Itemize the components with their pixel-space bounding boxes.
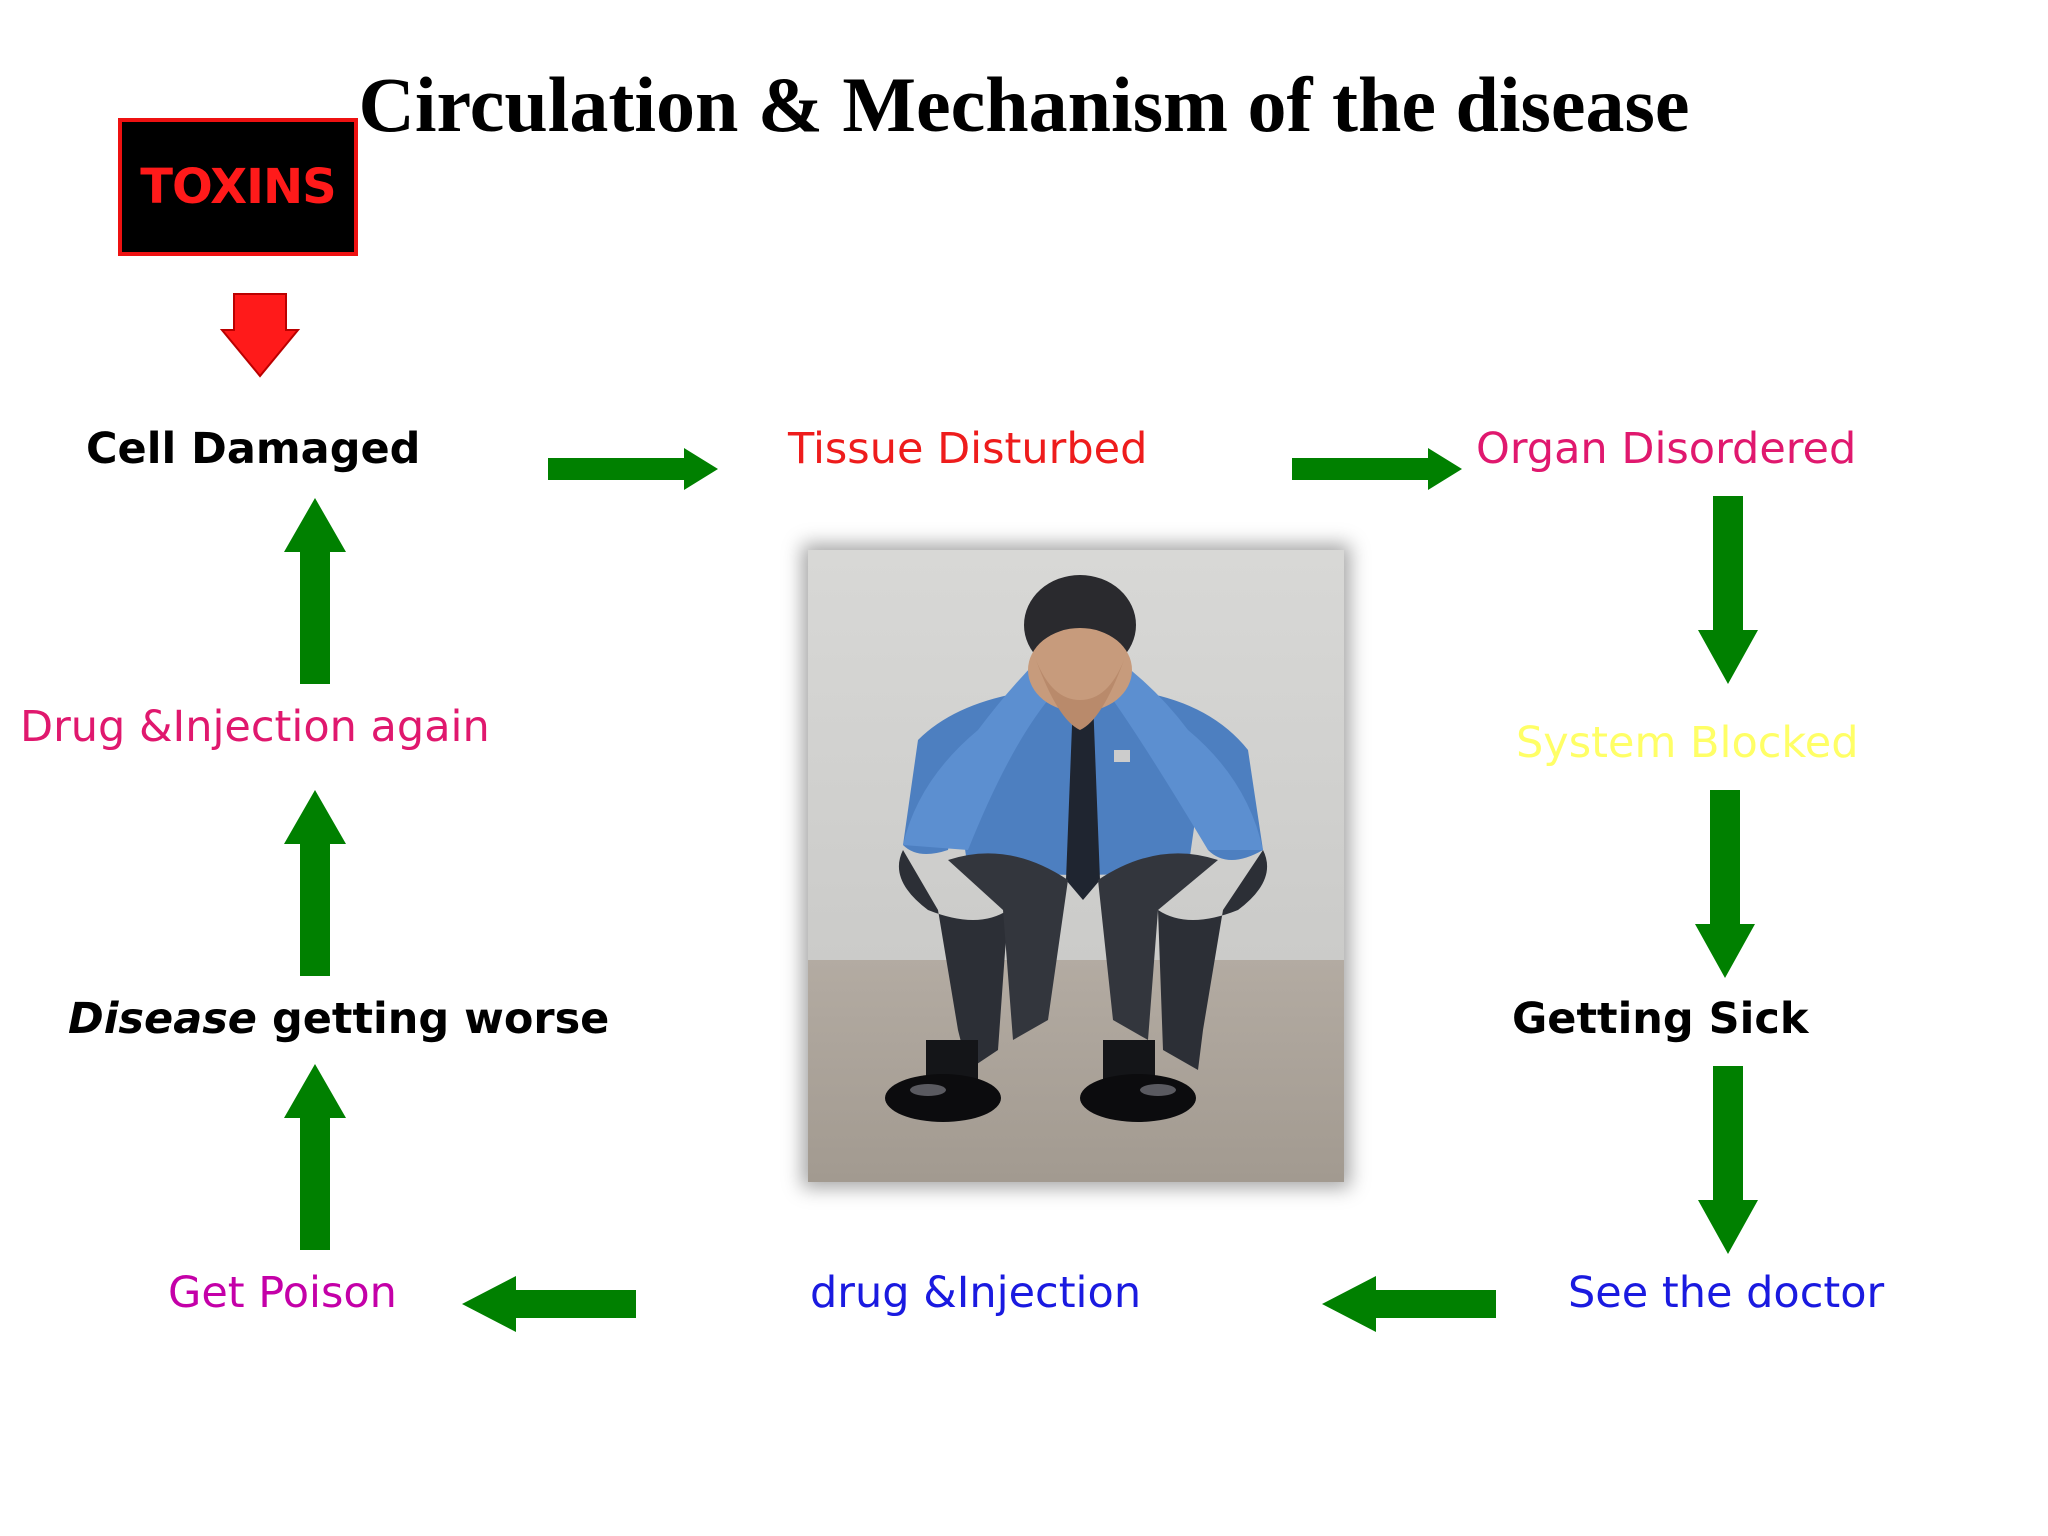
- arrow-up-1: [284, 1064, 346, 1250]
- node-drug-injection: drug &Injection: [810, 1268, 1142, 1318]
- stressed-man-photo: [808, 550, 1344, 1182]
- arrow-left-1: [1322, 1276, 1496, 1332]
- node-organ-disordered: Organ Disordered: [1476, 424, 1857, 474]
- page-title: Circulation & Mechanism of the disease: [358, 61, 1690, 148]
- node-system-blocked: System Blocked: [1516, 718, 1859, 768]
- node-get-poison: Get Poison: [168, 1268, 397, 1318]
- disease-word: Disease: [68, 994, 257, 1044]
- node-tissue-disturbed: Tissue Disturbed: [788, 424, 1148, 474]
- arrow-up-3: [284, 498, 346, 684]
- arrow-down-3: [1698, 1066, 1758, 1254]
- node-drug-injection-again: Drug &Injection again: [20, 702, 490, 752]
- node-getting-sick: Getting Sick: [1512, 994, 1809, 1044]
- arrow-left-2: [462, 1276, 636, 1332]
- arrow-right-1: [548, 448, 718, 490]
- toxins-box: TOXINS: [118, 118, 358, 256]
- stressed-man-illustration: [808, 550, 1344, 1182]
- node-disease-getting-worse: Disease getting worse: [68, 998, 609, 1041]
- arrow-up-2: [284, 790, 346, 976]
- disease-rest: getting worse: [256, 994, 610, 1044]
- toxins-label: TOXINS: [140, 159, 336, 215]
- arrow-down-1: [1698, 496, 1758, 684]
- node-cell-damaged: Cell Damaged: [86, 424, 421, 474]
- red-down-arrow: [219, 293, 301, 378]
- arrow-down-2: [1695, 790, 1755, 978]
- node-see-the-doctor: See the doctor: [1568, 1268, 1885, 1318]
- arrow-right-2: [1292, 448, 1462, 490]
